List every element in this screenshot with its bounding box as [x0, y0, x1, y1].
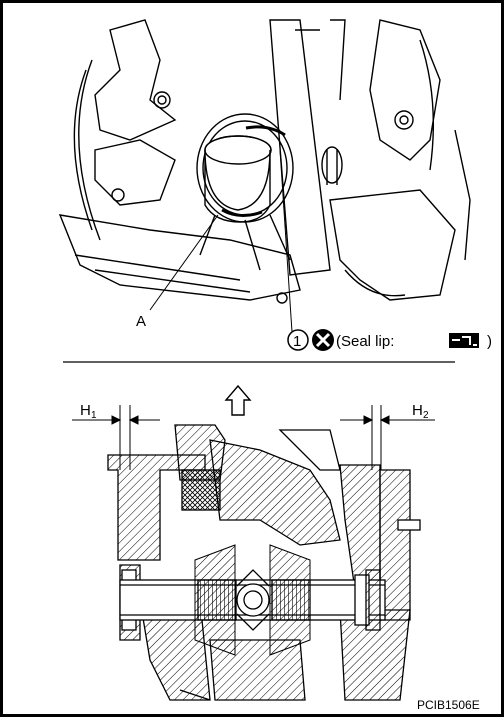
svg-text:H: H — [80, 402, 91, 419]
differential-cross-section — [107, 424, 421, 701]
seal-lip-text: (Seal lip: — [336, 333, 394, 350]
seal-lip-close: ) — [487, 333, 492, 350]
svg-text:1: 1 — [293, 333, 301, 350]
up-arrow-icon — [224, 384, 252, 416]
figure-code: PCIB1506E — [417, 698, 480, 712]
svg-text:1: 1 — [91, 410, 97, 421]
leader-lines-top — [149, 149, 293, 333]
dimension-h1 — [72, 405, 160, 470]
grease-icon — [449, 333, 479, 348]
do-not-reuse-icon — [312, 329, 334, 351]
leader-1 — [279, 149, 293, 333]
callout-1: 1 — [287, 329, 309, 351]
h2-label: H 2 — [412, 402, 429, 421]
leader-a — [149, 214, 219, 311]
label-a: A — [136, 313, 146, 330]
dimension-h2 — [340, 405, 435, 470]
svg-text:2: 2 — [423, 410, 429, 421]
svg-text:H: H — [412, 402, 423, 419]
h1-label: H 1 — [80, 402, 97, 421]
top-view-illustration — [58, 19, 471, 304]
